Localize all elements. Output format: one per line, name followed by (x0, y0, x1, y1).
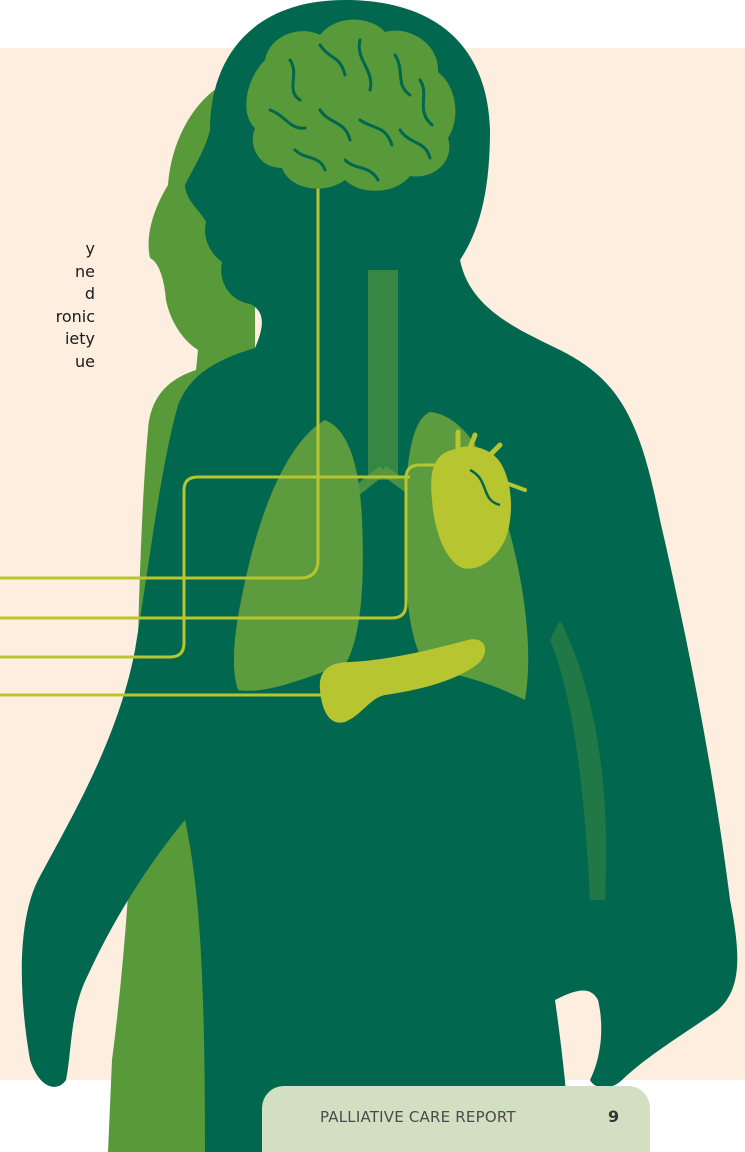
page-number: 9 (608, 1107, 619, 1126)
footer-tab: PALLIATIVE CARE REPORT 9 (262, 1086, 650, 1152)
brain (246, 20, 455, 191)
footer-title: PALLIATIVE CARE REPORT (320, 1108, 516, 1126)
trachea (368, 270, 398, 480)
